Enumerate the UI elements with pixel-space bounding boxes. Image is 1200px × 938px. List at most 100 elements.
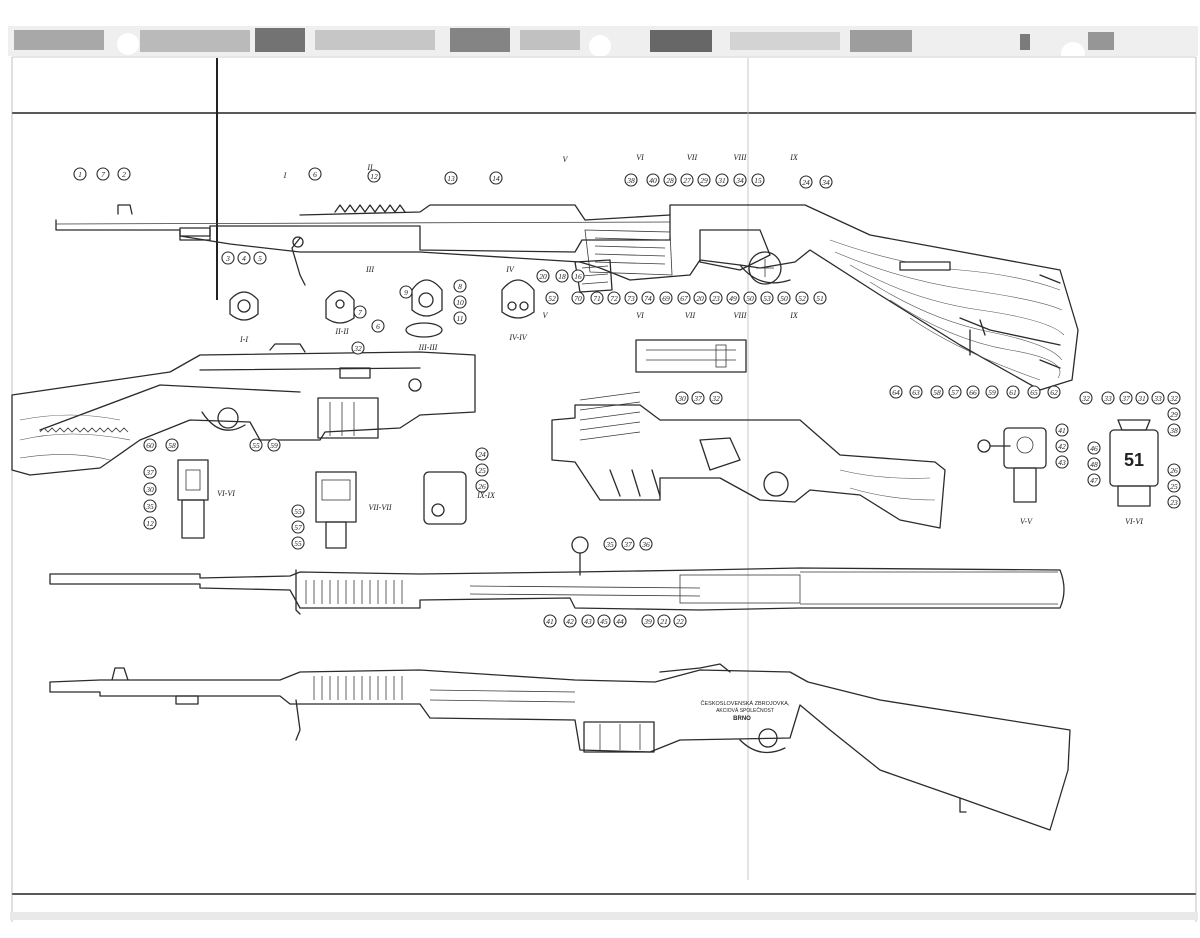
svg-text:VI-VI: VI-VI bbox=[217, 489, 235, 498]
svg-text:29: 29 bbox=[700, 176, 708, 185]
svg-text:29: 29 bbox=[1170, 410, 1178, 419]
svg-text:66: 66 bbox=[969, 388, 977, 397]
partial-view-stock: 32 60 58 55 59 bbox=[11, 341, 476, 476]
svg-text:37: 37 bbox=[693, 394, 702, 403]
svg-text:65: 65 bbox=[1030, 388, 1038, 397]
svg-text:31: 31 bbox=[717, 176, 726, 185]
svg-text:VII-VII: VII-VII bbox=[368, 503, 391, 512]
svg-text:IX: IX bbox=[789, 311, 799, 320]
svg-text:VIII: VIII bbox=[734, 153, 747, 162]
punch-hole-icon bbox=[1061, 42, 1085, 66]
rifle-top-view: 35 37 36 41 42 43 45 44 39 21 22 bbox=[49, 536, 1065, 628]
svg-text:26: 26 bbox=[478, 482, 486, 491]
svg-text:58: 58 bbox=[933, 388, 941, 397]
svg-text:20: 20 bbox=[696, 294, 704, 303]
svg-text:32: 32 bbox=[353, 344, 362, 353]
punch-hole-icon bbox=[117, 33, 139, 55]
svg-text:73: 73 bbox=[627, 294, 635, 303]
svg-text:14: 14 bbox=[492, 174, 500, 183]
svg-text:36: 36 bbox=[641, 540, 650, 549]
svg-text:74: 74 bbox=[644, 294, 652, 303]
svg-text:38: 38 bbox=[1169, 426, 1178, 435]
svg-text:59: 59 bbox=[270, 441, 278, 450]
svg-text:44: 44 bbox=[616, 617, 624, 626]
rifle-side-view: ČESKOSLOVENSKÁ ZBROJOVKA, AKCIOVÁ SPOLEČ… bbox=[49, 663, 1071, 831]
svg-text:50: 50 bbox=[746, 294, 754, 303]
svg-text:69: 69 bbox=[662, 294, 670, 303]
svg-text:31: 31 bbox=[1137, 394, 1146, 403]
svg-text:35: 35 bbox=[605, 540, 614, 549]
svg-text:62: 62 bbox=[1050, 388, 1058, 397]
rifle-sectional-view bbox=[55, 204, 1079, 391]
svg-text:47: 47 bbox=[1090, 476, 1098, 485]
svg-text:42: 42 bbox=[566, 617, 574, 626]
svg-text:58: 58 bbox=[168, 441, 176, 450]
svg-text:51: 51 bbox=[1124, 450, 1144, 470]
svg-text:IV: IV bbox=[505, 265, 515, 274]
svg-text:VI-VI: VI-VI bbox=[1125, 517, 1143, 526]
svg-text:16: 16 bbox=[574, 272, 582, 281]
svg-text:60: 60 bbox=[146, 441, 154, 450]
svg-text:3: 3 bbox=[225, 254, 230, 263]
svg-text:59: 59 bbox=[988, 388, 996, 397]
svg-text:30: 30 bbox=[145, 485, 154, 494]
svg-text:IV-IV: IV-IV bbox=[508, 333, 527, 342]
svg-text:III-III: III-III bbox=[418, 343, 438, 352]
svg-text:II: II bbox=[366, 163, 373, 172]
svg-text:III: III bbox=[365, 265, 374, 274]
svg-text:V: V bbox=[543, 311, 549, 320]
svg-text:40: 40 bbox=[649, 176, 657, 185]
svg-text:6: 6 bbox=[376, 322, 380, 331]
svg-text:AKCIOVÁ SPOLEČNOST: AKCIOVÁ SPOLEČNOST bbox=[716, 707, 774, 714]
svg-text:IX: IX bbox=[789, 153, 799, 162]
svg-text:8: 8 bbox=[458, 282, 462, 291]
svg-text:32: 32 bbox=[1081, 394, 1090, 403]
svg-text:12: 12 bbox=[146, 519, 154, 528]
svg-text:21: 21 bbox=[660, 617, 668, 626]
svg-text:V-V: V-V bbox=[1020, 517, 1033, 526]
svg-text:13: 13 bbox=[447, 174, 455, 183]
svg-text:57: 57 bbox=[951, 388, 959, 397]
svg-text:ČESKOSLOVENSKÁ ZBROJOVKA,: ČESKOSLOVENSKÁ ZBROJOVKA, bbox=[701, 700, 790, 707]
callouts-top: 1 7 2 3 4 5 6 12 13 14 38 40 28 27 29 31… bbox=[73, 167, 1061, 399]
svg-text:41: 41 bbox=[546, 617, 554, 626]
svg-text:53: 53 bbox=[763, 294, 771, 303]
svg-text:43: 43 bbox=[584, 617, 592, 626]
svg-text:64: 64 bbox=[892, 388, 900, 397]
svg-text:37: 37 bbox=[145, 468, 154, 477]
svg-text:67: 67 bbox=[680, 294, 688, 303]
svg-text:34: 34 bbox=[735, 176, 744, 185]
svg-text:26: 26 bbox=[1170, 466, 1178, 475]
svg-text:25: 25 bbox=[1170, 482, 1178, 491]
svg-text:48: 48 bbox=[1090, 460, 1098, 469]
svg-text:57: 57 bbox=[294, 523, 302, 532]
svg-text:V: V bbox=[563, 155, 569, 164]
cross-sections-right: V-V 51 VI-VI 41 42 43 32 33 37 31 33 32 … bbox=[977, 391, 1181, 526]
svg-text:41: 41 bbox=[1058, 426, 1066, 435]
svg-text:32: 32 bbox=[1169, 394, 1178, 403]
svg-text:24: 24 bbox=[478, 450, 486, 459]
svg-text:23: 23 bbox=[1170, 498, 1178, 507]
svg-text:38: 38 bbox=[626, 176, 635, 185]
svg-text:72: 72 bbox=[610, 294, 618, 303]
svg-text:I-I: I-I bbox=[239, 335, 248, 344]
svg-text:10: 10 bbox=[456, 298, 464, 307]
cross-sections-row2: VI-VI VII-VII IX-IX 37 30 35 12 55 57 55… bbox=[143, 447, 496, 550]
svg-text:5: 5 bbox=[258, 254, 262, 263]
sheet-frame bbox=[11, 56, 1197, 922]
svg-text:23: 23 bbox=[712, 294, 720, 303]
svg-text:VI: VI bbox=[636, 311, 644, 320]
cross-sections-row1: I-I II-II III-III IV-IV 7 6 9 8 10 11 52 bbox=[229, 279, 559, 352]
svg-text:7: 7 bbox=[101, 170, 105, 179]
svg-text:45: 45 bbox=[600, 617, 608, 626]
svg-text:52: 52 bbox=[798, 294, 806, 303]
svg-text:15: 15 bbox=[754, 176, 762, 185]
svg-text:35: 35 bbox=[145, 502, 154, 511]
svg-text:28: 28 bbox=[666, 176, 674, 185]
svg-text:VI: VI bbox=[636, 153, 644, 162]
svg-text:52: 52 bbox=[548, 294, 556, 303]
svg-text:1: 1 bbox=[78, 170, 82, 179]
svg-text:30: 30 bbox=[677, 394, 686, 403]
